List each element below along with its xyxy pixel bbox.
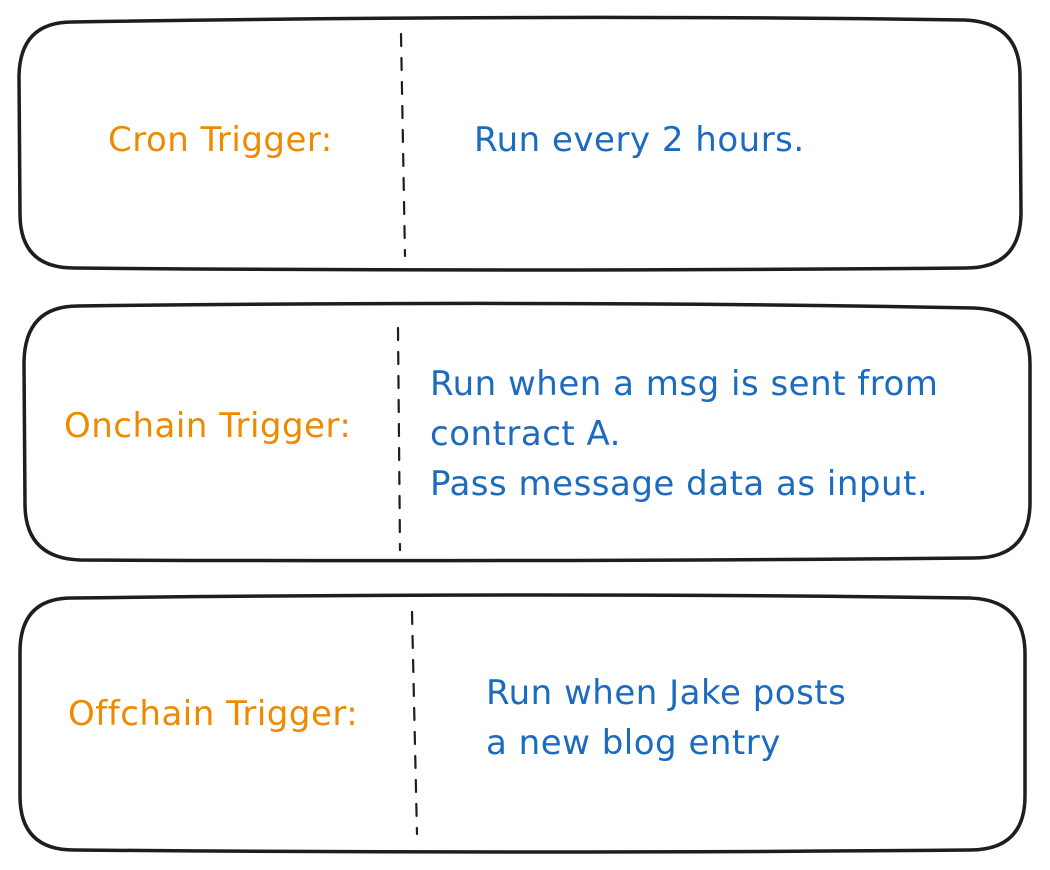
- offchain-trigger-label: Offchain Trigger:: [68, 694, 359, 734]
- description-line: Run every 2 hours.: [474, 120, 805, 160]
- onchain-trigger-description: Run when a msg is sent from contract A. …: [430, 359, 938, 509]
- offchain-trigger-description: Run when Jake posts a new blog entry: [486, 668, 846, 768]
- offchain-panel-box: [18, 593, 1027, 854]
- offchain-panel-divider: [410, 610, 419, 836]
- description-line: Run when a msg is sent from: [430, 364, 939, 404]
- onchain-panel-box: [22, 301, 1032, 563]
- onchain-trigger-label: Onchain Trigger:: [64, 406, 352, 446]
- onchain-panel-divider: [396, 326, 402, 552]
- cron-panel-box: [17, 15, 1023, 272]
- cron-trigger-description: Run every 2 hours.: [474, 115, 805, 165]
- description-line: Pass message data as input.: [430, 464, 929, 504]
- description-line: Run when Jake posts: [486, 673, 847, 713]
- description-line: contract A.: [430, 414, 621, 454]
- cron-trigger-label: Cron Trigger:: [108, 120, 333, 160]
- description-line: a new blog entry: [486, 723, 781, 763]
- cron-panel-divider: [399, 32, 407, 258]
